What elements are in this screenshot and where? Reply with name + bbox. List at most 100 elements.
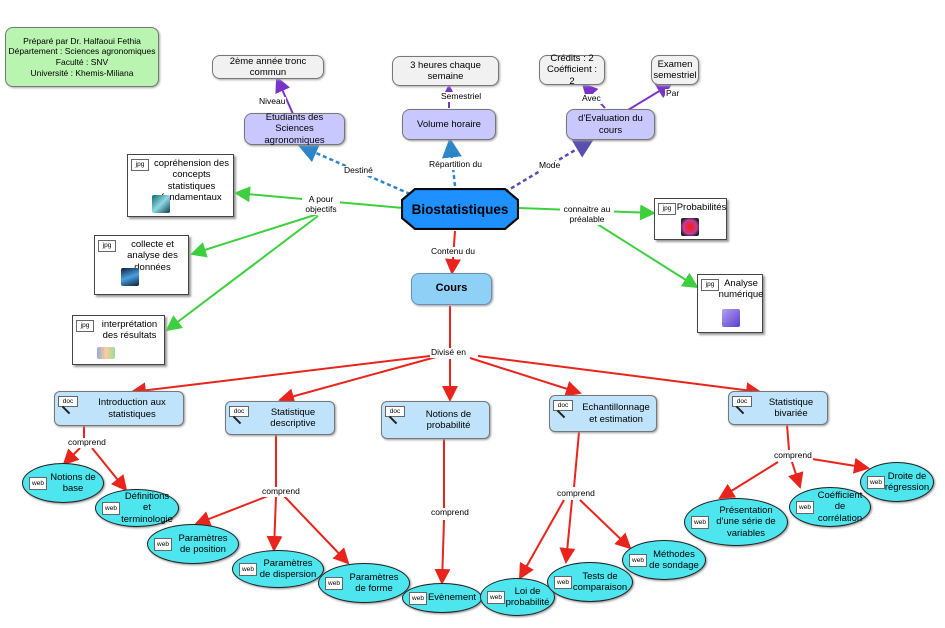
edge-label-objectifs: A pour objectifs [302,194,340,215]
central-octagon-shape [401,188,519,230]
node-examen[interactable]: Examen semestriel [651,55,699,85]
edge-label-comprend-echantillonnage: comprend [556,488,596,499]
leaf-label: Paramètres de position [178,532,228,555]
prerequisite-1[interactable]: jpg Probabilités [654,198,727,240]
leaf-label: Evènement [427,592,477,604]
cours-node[interactable]: Cours [411,273,492,305]
node-examen-label: Examen semestriel [653,58,697,81]
edge-ech-2 [559,499,576,564]
web-badge: web [487,591,505,604]
objective-2[interactable]: jpg collecte et analyse des données [94,235,189,295]
jpg-badge: jpg [658,203,676,215]
edge-objectifs-3 [165,215,319,332]
edge-prob-1 [434,519,451,585]
node-etudiants[interactable]: Etudiants des Sciences agronomiques [244,112,345,146]
objective-1[interactable]: jpg copréhension des concepts statistiqu… [127,154,234,217]
pen-icon [556,409,566,419]
node-credits[interactable]: Crédits : 2 Coéfficient : 2 [539,53,605,87]
central-node[interactable]: Biostatistiques [401,188,519,230]
jpg-badge: jpg [701,279,719,291]
topic-descriptive[interactable]: doc Statistique descriptive [225,401,335,435]
leaf-label: Droite de régression [884,470,930,493]
edge-label-comprend-intro: comprend [67,437,107,448]
objective-3[interactable]: jpg interprétation des résultats [72,315,165,365]
edge-label-mode: Mode [538,160,562,171]
web-badge: web [154,538,172,551]
jpg-badge: jpg [98,240,116,252]
topic-introduction-label: Introduction aux statistiques [98,397,166,420]
edge-label-repartition: Répartition du [428,159,483,170]
node-heures[interactable]: 3 heures chaque semaine [392,56,499,86]
info-line-1: Préparé par Dr. Halfaoui Fethia [23,35,141,46]
image-thumbnail-icon [722,309,740,327]
node-annee-label: 2ème année tronc commun [229,55,307,78]
edge-destine [297,143,411,196]
author-info-box: Préparé par Dr. Halfaoui Fethia Départem… [5,27,159,87]
edge-ech-1 [519,499,565,580]
web-badge: web [691,516,709,529]
edge-biv-3 [805,457,870,474]
node-annee[interactable]: 2ème année tronc commun [212,55,324,79]
image-thumbnail-icon [97,347,115,359]
central-label: Biostatistiques [411,201,509,217]
web-badge: web [102,502,120,515]
leaf-label: Tests de comparaison [572,570,628,593]
node-evaluation[interactable]: d'Evaluation du cours [566,109,655,140]
objective-1-label: copréhension des concepts statistiques f… [154,158,229,204]
node-heures-label: 3 heures chaque semaine [410,59,481,82]
info-line-4: Université : Khemis-Miliana [30,67,134,78]
edge-biv-1 [718,461,779,500]
topic-echantillonnage[interactable]: doc Echantillonnage et estimation [549,395,657,432]
edge-label-prealable: connaitre au préalable [560,204,614,225]
topic-probabilite[interactable]: doc Notions de probabilité [381,401,490,439]
prerequisite-2-label: Analyse numérique [718,278,764,301]
info-line-2: Département : Sciences agronomiques [8,46,156,57]
node-credits-line-2: Coéfficient : 2 [547,64,597,87]
topic-descriptive-label: Statistique descriptive [270,406,316,429]
edge-label-comprend-probabilite: comprend [430,507,470,518]
web-badge: web [629,554,647,567]
pen-icon [388,415,398,425]
image-thumbnail-icon [121,268,139,286]
edge-divise-1 [130,355,431,399]
leaf-label: Notions de base [50,471,96,494]
edge-label-avec: Avec [581,93,602,104]
topic-bivariee[interactable]: doc Statistique bivariée [728,391,828,425]
web-badge: web [554,576,572,589]
doc-badge: doc [732,396,752,407]
edge-label-contenu: Contenu du [430,246,476,257]
image-thumbnail-icon [152,195,170,213]
leaf-position[interactable]: web Paramètres de position [147,524,239,564]
web-badge: web [796,501,814,514]
edge-par [627,82,673,111]
doc-badge: doc [58,396,78,407]
web-badge: web [867,476,885,489]
node-evaluation-label: d'Evaluation du cours [578,113,643,136]
doc-badge: doc [229,406,249,417]
edge-label-comprend-bivariee: comprend [773,450,813,461]
prerequisite-2[interactable]: jpg Analyse numérique [697,274,763,333]
prerequisite-1-label: Probabilités [676,202,727,213]
node-volume[interactable]: Volume horaire [402,109,496,140]
edge-label-divise: Divisé en [430,347,467,358]
pen-icon [61,405,71,415]
web-badge: web [29,477,47,490]
edge-divise-2 [278,356,437,404]
pen-icon [232,415,242,425]
web-badge: web [325,577,343,590]
edge-ech-stem [573,431,580,488]
jpg-badge: jpg [76,320,94,332]
edge-divise-4 [469,357,582,397]
topic-introduction[interactable]: doc Introduction aux statistiques [54,391,184,426]
